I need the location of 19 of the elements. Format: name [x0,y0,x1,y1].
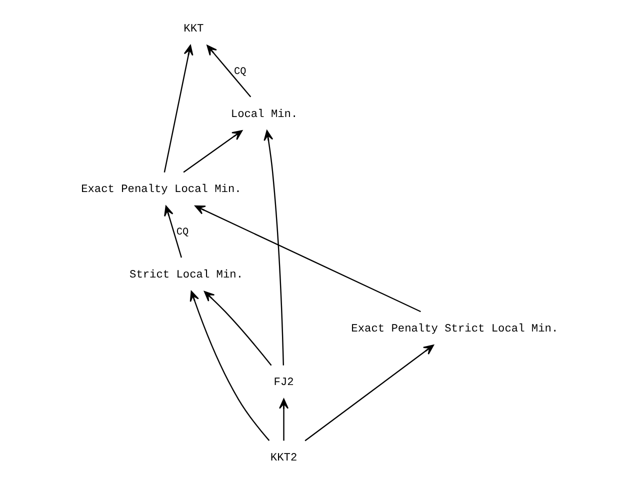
node-text: Exact Penalty Strict Local Min. [350,323,558,336]
arrow [182,130,242,173]
arrow [263,130,284,366]
arrow [189,290,270,441]
node-text: Exact Penalty Local Min. [80,184,241,196]
edge-label: CQ [176,226,188,238]
node-text: FJ2 [273,377,294,390]
edge-label: CQ [234,66,246,78]
arrow [194,205,420,312]
arrow [278,398,288,441]
arrow [203,291,272,366]
node-text: KKT [183,23,204,36]
arrow [206,44,251,98]
node-text: Local Min. [230,108,298,121]
arrow [163,44,193,173]
arrow [304,344,434,442]
arrow [164,206,182,258]
node-text: KKT2 [270,452,297,464]
node-text: Strict Local Min. [129,269,243,282]
